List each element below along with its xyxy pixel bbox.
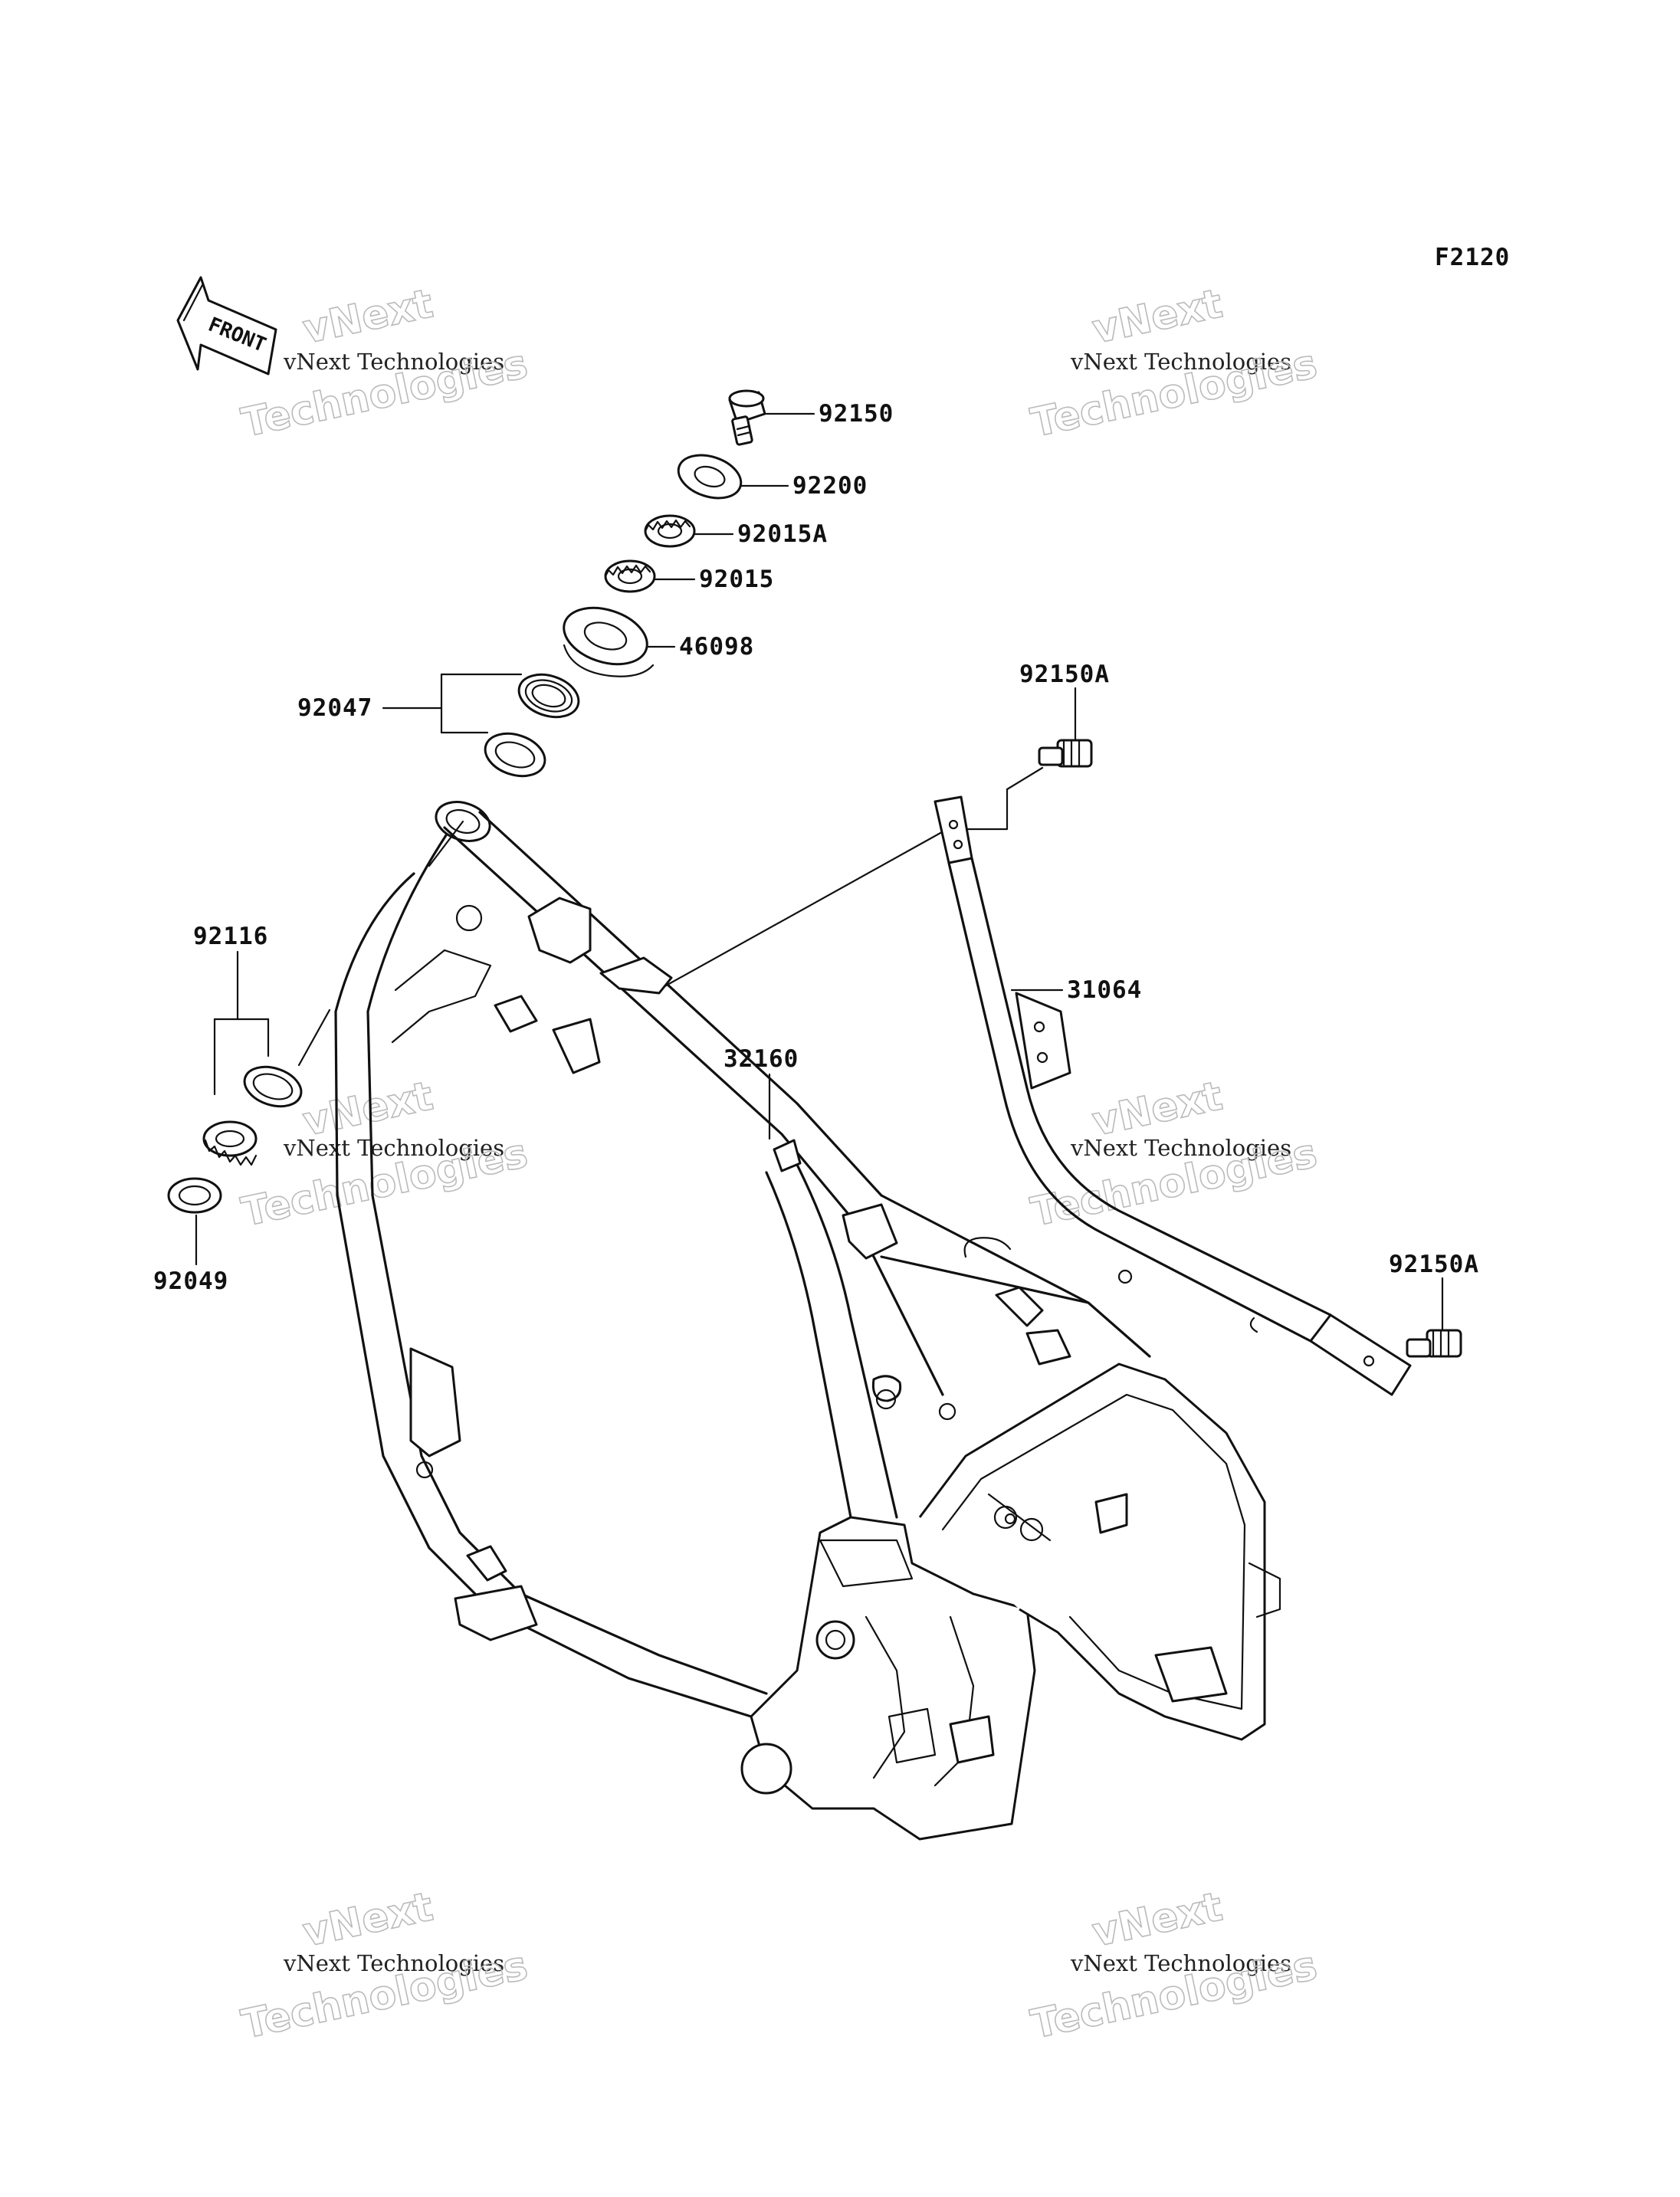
watermark-top-right: vNext vNext Technologies Technologies [1026,280,1321,448]
bearing-92047-upper-icon [517,673,580,719]
nut-92015-icon [604,559,656,593]
washer-92200-icon [677,454,743,500]
svg-text:vNext Technologies: vNext Technologies [283,1950,504,1976]
svg-text:vNext Technologies: vNext Technologies [283,1135,504,1161]
seal-92049-icon [167,1177,222,1214]
part-label-92049: 92049 [153,1267,228,1295]
svg-text:vNext: vNext [1088,1884,1226,1956]
part-labels: 92150 92200 92015A 92015 46098 92047 921… [153,400,1479,1295]
watermark-bottom-right: vNext vNext Technologies Technologies [1026,1884,1321,2049]
part-label-92150A-top: 92150A [1019,661,1110,688]
front-arrow-icon: FRONT [176,276,277,375]
svg-text:vNext Technologies: vNext Technologies [1070,1950,1291,1976]
svg-text:vNext Technologies: vNext Technologies [1070,1135,1291,1161]
bolt-92150-icon [728,389,766,446]
svg-text:vNext Technologies: vNext Technologies [1070,349,1291,375]
nut-92015A-icon [644,514,696,548]
dust-seal-46098-icon [563,606,655,677]
bearing-92047-lower-icon [484,732,546,778]
part-label-92015: 92015 [699,566,774,593]
bolt-92150A-top-icon [1038,739,1093,768]
bolt-92150A-bottom-icon [1406,1329,1462,1358]
part-label-46098: 46098 [679,633,754,661]
part-label-92015A: 92015A [737,520,828,548]
seal-92116-icon [243,1065,303,1108]
svg-text:vNext Technologies: vNext Technologies [283,349,504,375]
svg-text:vNext: vNext [299,280,437,353]
part-label-92047: 92047 [297,694,372,722]
down-tube-31064-icon [934,795,1412,1396]
part-label-32160: 32160 [724,1045,799,1073]
main-frame-32160-icon [334,811,1281,1841]
watermark-bottom-left: vNext vNext Technologies Technologies [237,1884,532,2049]
watermark-top-left: vNext vNext Technologies Technologies [237,280,532,448]
part-label-92200: 92200 [792,472,868,500]
part-label-92116: 92116 [193,923,268,950]
part-label-92150A-bottom: 92150A [1389,1251,1479,1278]
leader-lines [195,412,1444,1392]
nut-92116-icon [202,1120,258,1166]
svg-text:vNext: vNext [1088,280,1226,353]
svg-text:vNext: vNext [299,1884,437,1956]
part-label-31064: 31064 [1067,976,1142,1004]
diagram-code: F2120 [1435,244,1510,271]
part-label-92150: 92150 [819,400,894,428]
